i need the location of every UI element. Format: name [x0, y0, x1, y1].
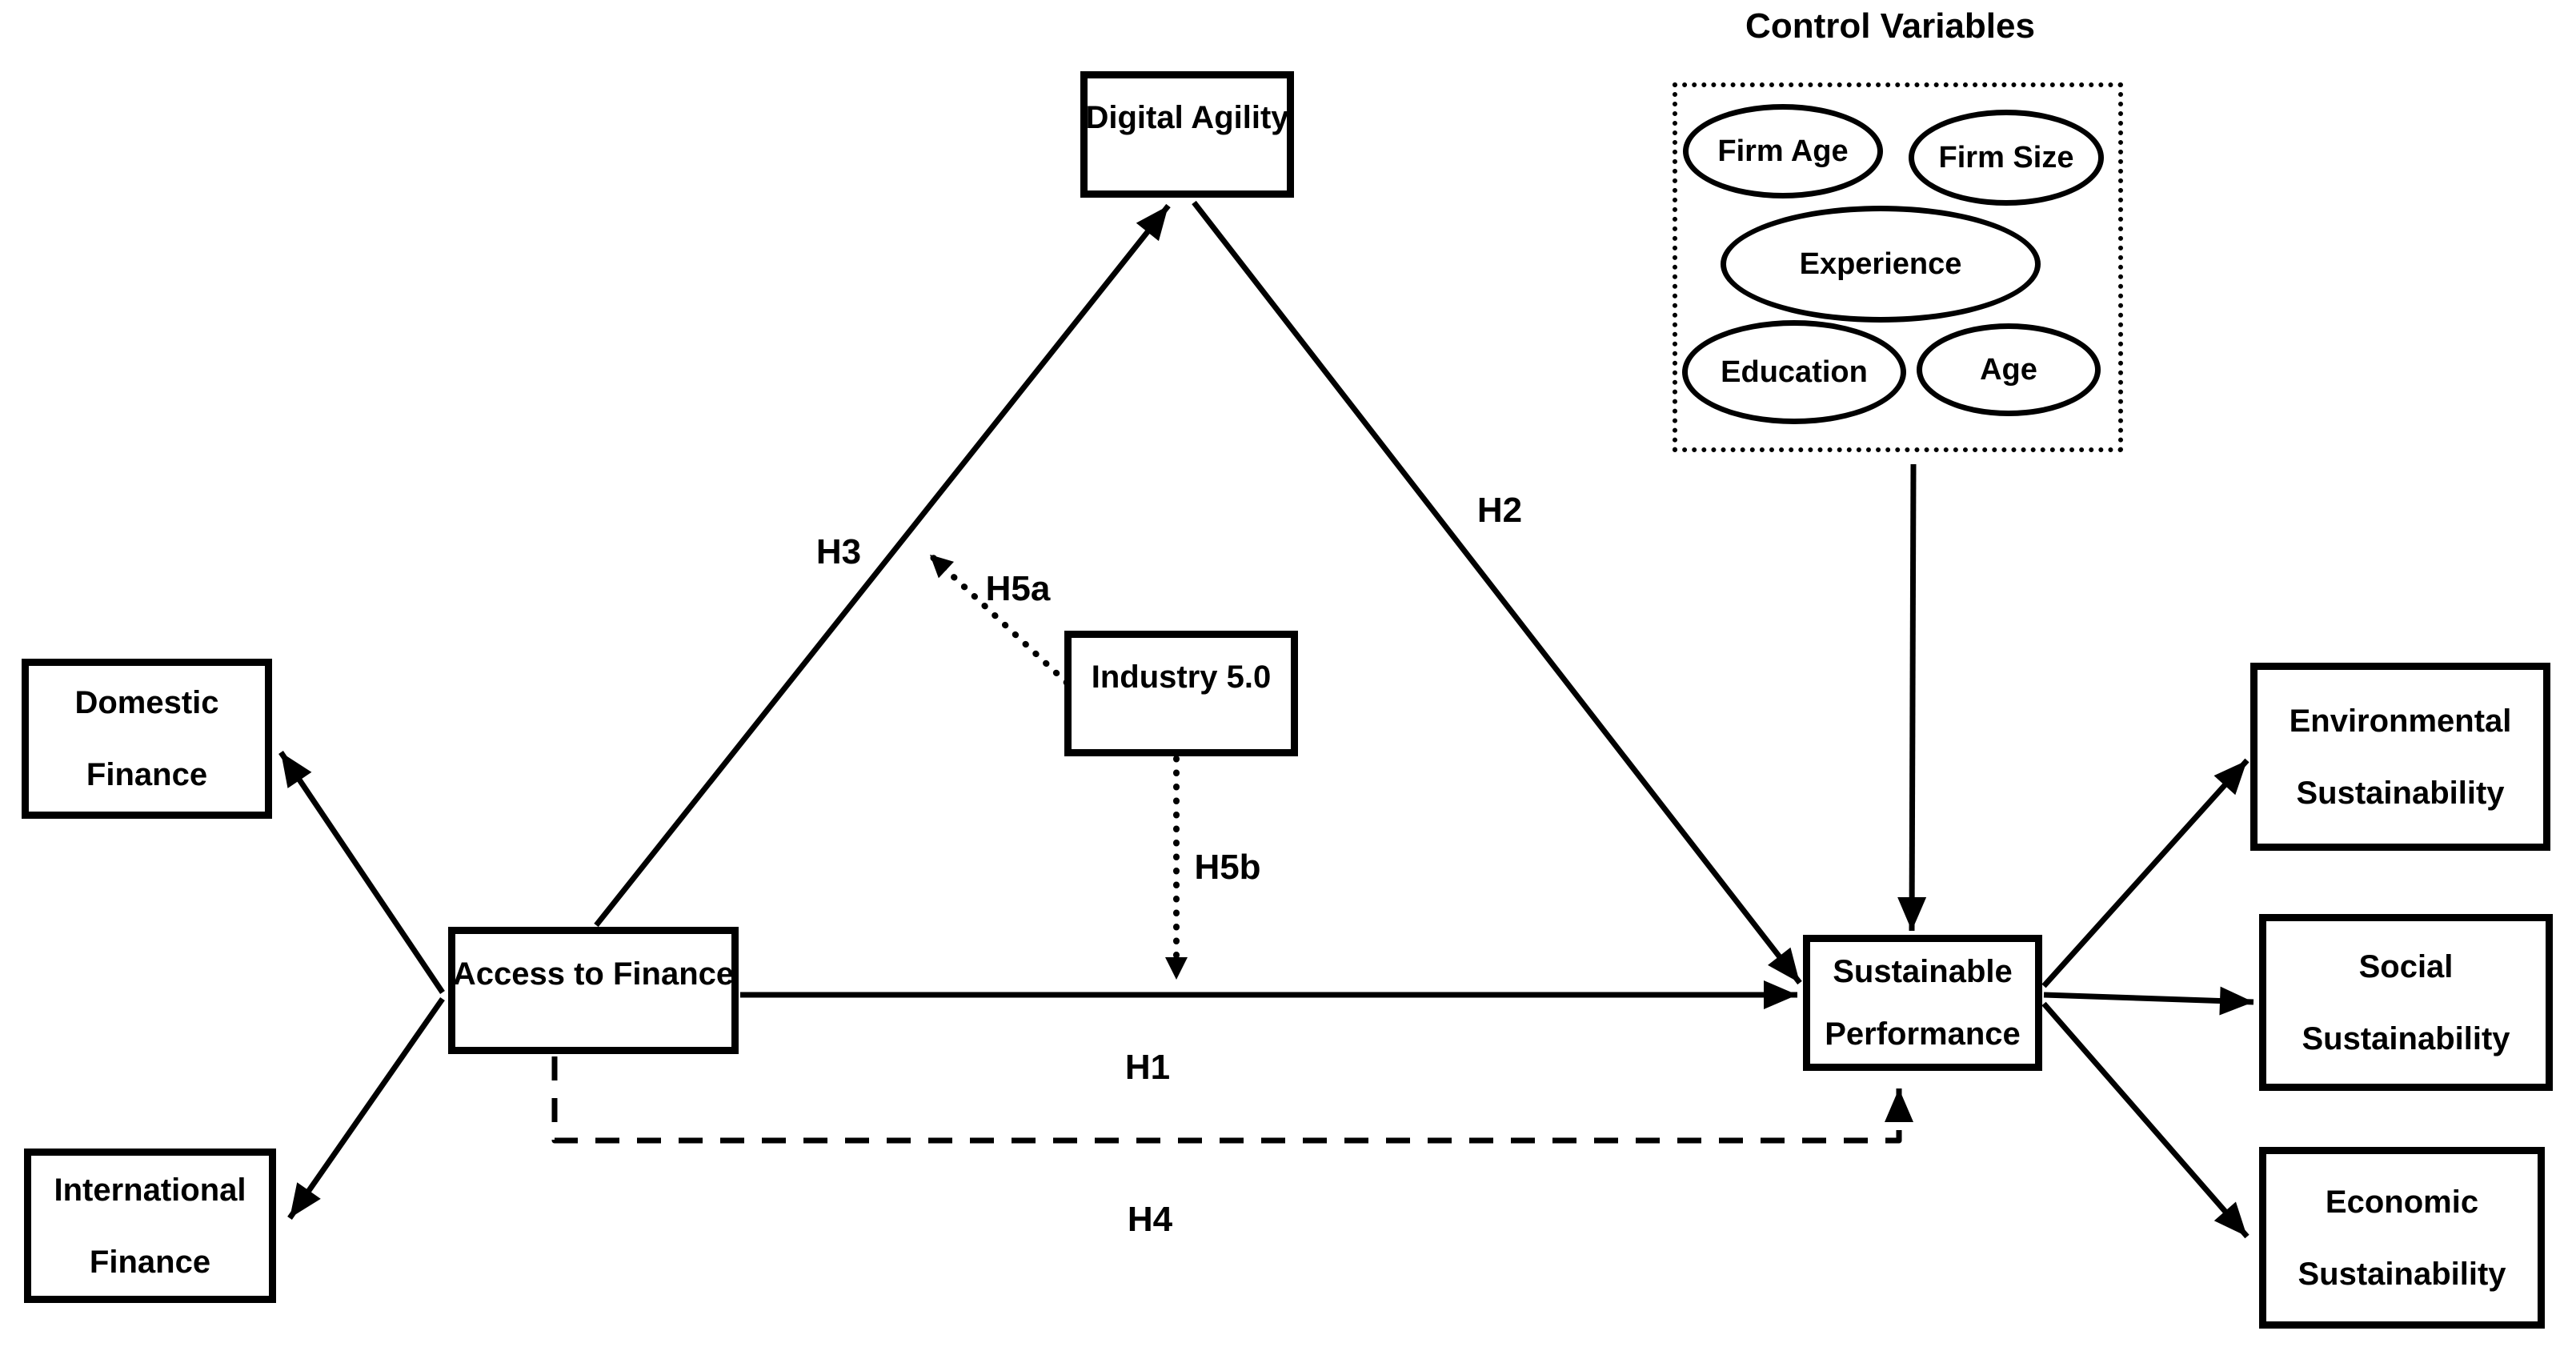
node-domestic-finance-label: Domestic Finance	[74, 685, 219, 792]
arrow-access-to-domestic-finance	[278, 751, 445, 994]
node-economic-sustainability: Economic Sustainability	[2259, 1147, 2545, 1329]
ellipse-age: Age	[1917, 323, 2101, 416]
arrow-h5a-industry-to-h3-path	[927, 551, 1070, 686]
arrow-h4-access-to-performance-dashed	[551, 1056, 1913, 1144]
label-h1: H1	[1124, 1048, 1171, 1087]
arrow-performance-to-economic	[2041, 1001, 2249, 1239]
arrow-h3-access-to-digital	[594, 203, 1171, 928]
label-h4: H4	[1127, 1200, 1173, 1239]
arrow-performance-to-environmental	[2041, 758, 2249, 988]
label-h3: H3	[815, 532, 862, 571]
node-industry-5-0: Industry 5.0	[1064, 631, 1298, 756]
node-digital-agility: Digital Agility	[1080, 71, 1294, 198]
node-environmental-sustainability: Environmental Sustainability	[2250, 663, 2550, 851]
ellipse-firm-size-label: Firm Size	[1938, 140, 2074, 174]
node-international-finance-label: International Finance	[54, 1172, 246, 1280]
node-social-sustainability-label: Social Sustainability	[2302, 948, 2510, 1056]
ellipse-age-label: Age	[1980, 352, 2037, 387]
ellipse-education-label: Education	[1721, 355, 1868, 389]
ellipse-firm-age-label: Firm Age	[1717, 134, 1849, 168]
node-economic-sustainability-label: Economic Sustainability	[2298, 1184, 2506, 1292]
node-sustainable-performance-label: Sustainable Performance	[1825, 954, 2021, 1052]
label-h5a: H5a	[985, 569, 1051, 608]
arrow-h2-digital-to-performance	[1192, 200, 1802, 985]
node-international-finance: International Finance	[24, 1149, 276, 1303]
node-sustainable-performance: Sustainable Performance	[1803, 935, 2042, 1071]
arrow-access-to-international-finance	[287, 996, 445, 1221]
ellipse-experience-label: Experience	[1799, 247, 1962, 281]
node-industry-5-0-label: Industry 5.0	[1091, 659, 1272, 695]
node-environmental-sustainability-label: Environmental Sustainability	[2289, 703, 2512, 811]
label-h2: H2	[1476, 491, 1523, 530]
arrow-controls-to-performance	[1897, 463, 1927, 932]
ellipse-firm-size: Firm Size	[1909, 110, 2104, 206]
node-social-sustainability: Social Sustainability	[2259, 914, 2553, 1091]
ellipse-experience: Experience	[1721, 206, 2041, 323]
control-variables-title: Control Variables	[1745, 6, 2035, 46]
node-access-to-finance-label: Access to Finance	[452, 956, 735, 992]
ellipse-firm-age: Firm Age	[1683, 104, 1883, 198]
ellipse-education: Education	[1682, 320, 1906, 424]
node-domestic-finance: Domestic Finance	[22, 659, 272, 819]
arrow-performance-to-social	[2043, 986, 2254, 1016]
node-access-to-finance: Access to Finance	[448, 927, 739, 1054]
node-digital-agility-label: Digital Agility	[1085, 100, 1289, 135]
label-h5b: H5b	[1194, 848, 1261, 887]
